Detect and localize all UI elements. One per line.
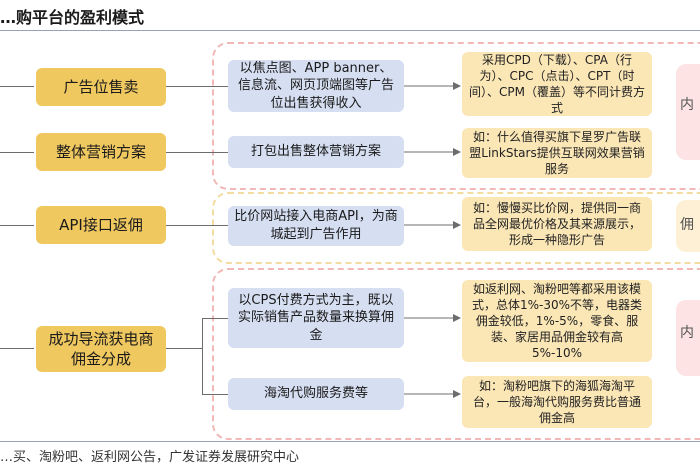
connector-stub-1: [0, 86, 34, 87]
mode-integrated-marketing: 整体营销方案: [36, 133, 166, 171]
example-billing-models: 采用CPD（下载）、CPA（行为）、CPC（点击）、CPT（时间）、CPM（覆盖…: [462, 52, 652, 116]
connector-mode-2: [166, 152, 228, 153]
method-cps: 以CPS付费方式为主，既以实际销售产品数量来换算佣金: [228, 288, 404, 348]
mode-ad-slot-sales: 广告位售卖: [36, 68, 166, 106]
side-label-advertising: 内: [676, 64, 700, 160]
side-label-commission: 内: [676, 300, 700, 376]
connector-branch: [202, 318, 203, 394]
group-api: [212, 192, 700, 264]
method-haitao-service-fee: 海淘代购服务费等: [228, 378, 404, 410]
example-linkstars: 如：什么值得买旗下星罗广告联盟LinkStars提供互联网效果营销服务: [462, 128, 652, 178]
method-marketing-package: 打包出售整体营销方案: [228, 136, 404, 168]
mode-referral-commission: 成功导流获电商佣金分成: [36, 326, 166, 372]
connector-mode-1: [166, 86, 228, 87]
title-divider: [0, 30, 700, 31]
connector-mode-3: [166, 225, 228, 226]
example-haihu: 如：淘粉吧旗下的海狐海淘平台，一般海淘代购服务费比普通佣金高: [462, 376, 652, 428]
page-title: …购平台的盈利模式: [0, 8, 145, 27]
connector-stub-2: [0, 152, 34, 153]
method-ad-placements: 以焦点图、APP banner、信息流、网页顶端图等广告位出售获得收入: [228, 60, 404, 112]
group-advertising: [212, 42, 700, 190]
method-api-integration: 比价网站接入电商API，为商城起到广告作用: [228, 206, 404, 246]
connector-mode-4: [166, 348, 202, 349]
source-note: …买、淘粉吧、返利网公告，广发证券发展研究中心: [0, 450, 300, 465]
connector-stub-3: [0, 225, 34, 226]
connector-branch-bottom: [202, 394, 228, 395]
side-label-api: 佣: [676, 200, 700, 252]
footer-divider: [0, 441, 700, 442]
example-price-compare: 如：慢慢买比价网，提供同一商品全网最优价格及其来源展示，形成一种隐形广告: [462, 197, 652, 251]
mode-api-commission: API接口返佣: [36, 206, 166, 244]
connector-branch-top: [202, 318, 228, 319]
connector-stub-4: [0, 348, 34, 349]
example-rebate-rates: 如返利网、淘粉吧等都采用该模式，总体1%-30%不等，电器类佣金较低，1%-5%…: [462, 280, 652, 362]
group-commission: [212, 268, 700, 440]
